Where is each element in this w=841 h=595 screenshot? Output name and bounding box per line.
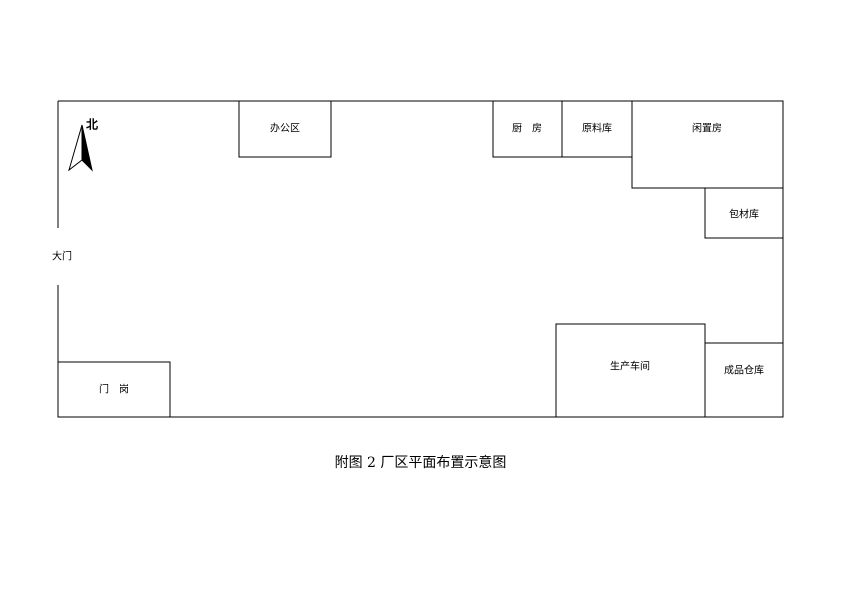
gate-label: 大门	[52, 250, 72, 263]
guard-label: 门 岗	[99, 383, 129, 396]
idle-room	[631, 100, 784, 189]
north-label: 北	[86, 117, 98, 132]
figure-caption: 附图 2 厂区平面布置示意图	[334, 455, 507, 471]
raw-material-label: 原料库	[582, 122, 612, 135]
workshop-label: 生产车间	[610, 360, 650, 373]
site-boundary	[57, 100, 784, 418]
kitchen-label: 厨 房	[512, 122, 542, 135]
packaging-room	[704, 187, 784, 239]
packaging-label: 包材库	[729, 208, 759, 221]
finished-goods-label: 成品仓库	[724, 364, 764, 377]
office-room	[238, 100, 332, 158]
office-label: 办公区	[270, 122, 300, 135]
finished-goods-room	[704, 342, 784, 418]
idle-label: 闲置房	[692, 122, 722, 135]
north-arrow-icon	[68, 124, 93, 172]
guard-room	[57, 361, 171, 418]
